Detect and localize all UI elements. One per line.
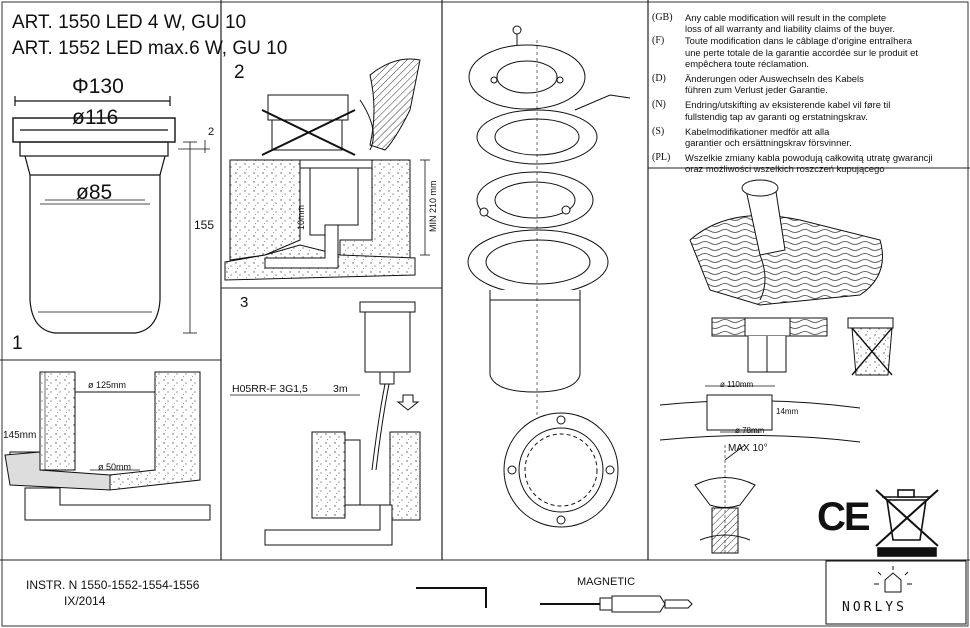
dim-hole-125: ø 125mm xyxy=(88,380,127,390)
concrete-hole-section xyxy=(4,371,211,521)
step-number-2: 2 xyxy=(234,62,245,83)
dim-110: ø 110mm xyxy=(720,380,754,389)
warning-line: Wszelkie zmiany kabla powodują całkowitą… xyxy=(685,152,933,164)
dim-diameter-85: ø85 xyxy=(76,181,113,204)
warning-line: Endring/utskifting av eksisterende kabel… xyxy=(685,99,891,111)
warning-line: une perte totale de la garantie accordée… xyxy=(685,46,918,58)
step-number-1: 1 xyxy=(12,333,23,354)
warning-lang-code: (F) xyxy=(652,35,665,47)
screwdriver-icon xyxy=(540,595,693,613)
warning-line: führen zum Verlust jeder Garantie. xyxy=(685,84,828,96)
dim-diameter-116: ø116 xyxy=(72,106,119,129)
dim-depth-145: 145mm xyxy=(3,430,37,441)
warning-line: Änderungen oder Auswechseln des Kabels xyxy=(685,73,864,85)
warning-lang-code: (S) xyxy=(652,125,665,137)
warning-pl: (PL) Wszelkie zmiany kabla powodują całk… xyxy=(652,152,968,174)
ce-mark: CE xyxy=(817,495,871,539)
warning-line: loss of all warranty and liability claim… xyxy=(685,23,895,35)
tilt-max: MAX 10° xyxy=(728,443,768,454)
warning-gb: (GB) Any cable modification will result … xyxy=(652,12,968,34)
warning-line: garantier och ersättningskrav försvinner… xyxy=(685,137,852,149)
warning-line: empêchera toute réclamation. xyxy=(685,57,810,69)
warning-line: fullstendig tap av garanti og erstatning… xyxy=(685,110,868,122)
article-line-2: ART. 1552 LED max.6 W, GU 10 xyxy=(12,38,288,59)
cable-section-3 xyxy=(230,301,421,546)
warning-block: (GB) Any cable modification will result … xyxy=(652,12,968,175)
warning-line: oraz możliwości wszelkich roszczeń kupuj… xyxy=(685,163,885,175)
warning-f: (F) Toute modification dans le câblage d… xyxy=(652,35,968,69)
dim-hole-50: ø 50mm xyxy=(98,462,132,472)
warning-line: Toute modification dans le câblage d'ori… xyxy=(685,35,912,47)
instruction-number: INSTR. N 1550-1552-1554-1556 xyxy=(26,578,200,592)
norlys-logo xyxy=(825,560,967,625)
fixture-side-view xyxy=(12,96,210,334)
floor-cut-section xyxy=(659,317,894,443)
warning-s: (S) Kabelmodifikationer medför att alla … xyxy=(652,126,968,148)
warning-lang-code: (N) xyxy=(652,99,666,111)
exploded-view xyxy=(467,25,631,528)
warning-d: (D) Änderungen oder Auswechseln des Kabe… xyxy=(652,73,968,95)
dim-78: ø 78mm xyxy=(735,426,765,435)
allen-key-icon xyxy=(416,587,487,608)
warning-lang-code: (GB) xyxy=(652,12,673,23)
magnetic-label: MAGNETIC xyxy=(577,576,636,588)
dim-diameter-130: Φ130 xyxy=(72,75,124,98)
dim-height-155: 155 xyxy=(194,218,215,232)
article-line-1: ART. 1550 LED 4 W, GU 10 xyxy=(12,12,247,33)
step-number-3: 3 xyxy=(240,294,249,311)
cable-spec: H05RR-F 3G1,5 xyxy=(232,383,308,395)
weee-bin-icon xyxy=(875,489,939,557)
warning-line: Kabelmodifikationer medför att alla xyxy=(685,125,830,137)
installation-section-2 xyxy=(224,58,430,281)
dim-10mm: 10mm xyxy=(296,204,306,230)
warning-line: Any cable modification will result in th… xyxy=(685,12,887,23)
warning-n: (N) Endring/utskifting av eksisterende k… xyxy=(652,99,968,121)
instruction-date: IX/2014 xyxy=(64,594,106,608)
dim-rim-2: 2 xyxy=(208,126,215,138)
wood-floor-illustration xyxy=(689,179,883,306)
brand-name: NORLYS xyxy=(842,600,907,615)
dim-min-210: MIN 210 mm xyxy=(428,180,438,232)
tilt-illustration xyxy=(694,444,756,555)
dim-14: 14mm xyxy=(776,407,799,416)
cable-length: 3m xyxy=(333,383,348,395)
warning-lang-code: (D) xyxy=(652,73,666,85)
warning-lang-code: (PL) xyxy=(652,152,671,164)
